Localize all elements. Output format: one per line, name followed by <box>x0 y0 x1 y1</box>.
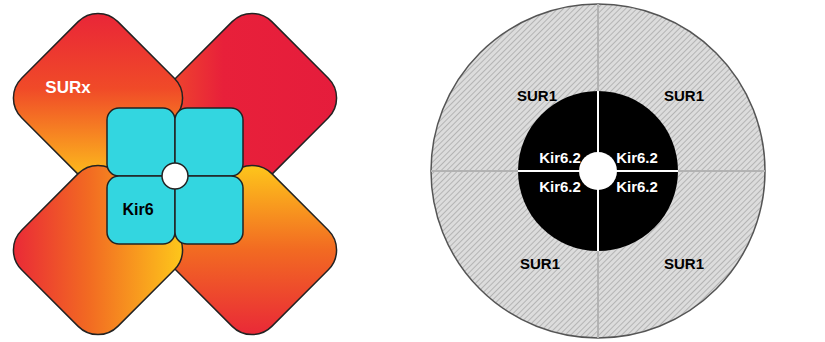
subunit-label: Kir6.2 <box>616 149 658 166</box>
subunit-region: SUR1 <box>514 85 560 106</box>
subunit-label: SUR1 <box>520 255 560 272</box>
subunit-region: Kir6.2 <box>613 147 661 168</box>
subunit-label: Kir6.2 <box>539 178 581 195</box>
subunit-region: SUR1 <box>661 253 707 274</box>
subunit-label: SUR1 <box>664 255 704 272</box>
subunit-label: SURx <box>45 78 90 98</box>
subunit-region: Kir6.2 <box>536 147 584 168</box>
subunit-label: Kir6 <box>122 201 153 219</box>
subunit-region: SUR1 <box>661 85 707 106</box>
subunit-label: SUR1 <box>517 87 557 104</box>
subunit-label: Kir6.2 <box>616 178 658 195</box>
subunit-label: Kir6.2 <box>539 149 581 166</box>
subunit-region: SUR1 <box>517 253 563 274</box>
subunit-region: SURx <box>42 76 93 100</box>
subunit-region: Kir6.2 <box>613 176 661 197</box>
subunit-region: Kir6.2 <box>536 176 584 197</box>
subunit-label: SUR1 <box>664 87 704 104</box>
subunit-region: Kir6 <box>119 199 156 221</box>
